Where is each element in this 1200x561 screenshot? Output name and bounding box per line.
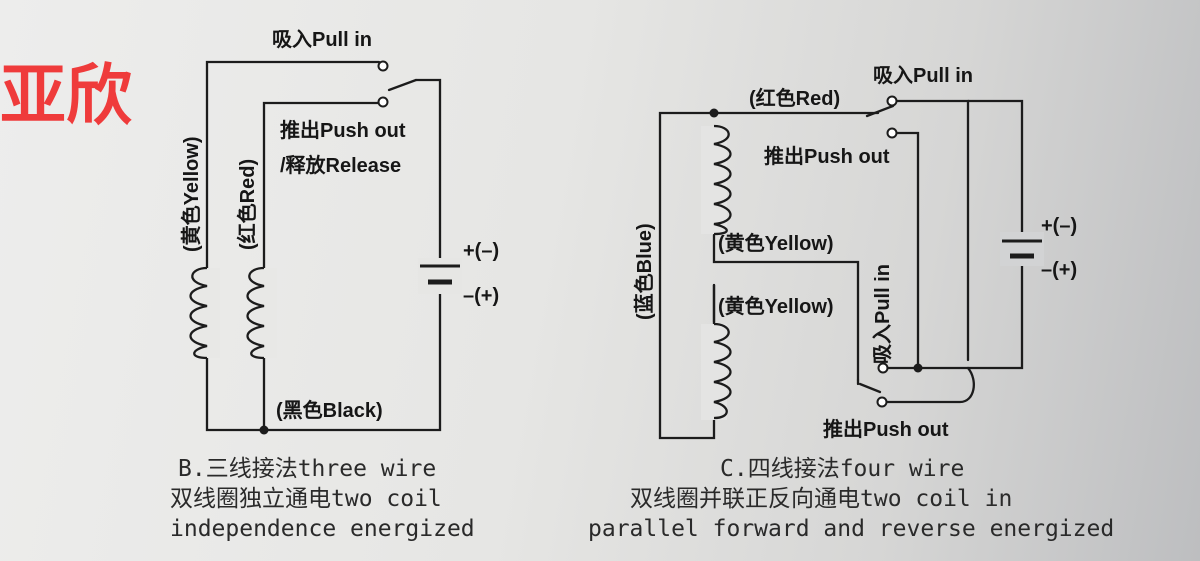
label-red: (红色Red) bbox=[749, 86, 840, 110]
label-push-out: 推出Push out bbox=[280, 118, 406, 142]
label-yellow-2: (黄色Yellow) bbox=[718, 294, 834, 318]
yellow-wire bbox=[205, 60, 442, 432]
terminal-bottom-push-out bbox=[876, 396, 888, 408]
bottom-pull-in-wire bbox=[886, 262, 1024, 370]
label-black: (黑色Black) bbox=[276, 398, 383, 422]
red-wire bbox=[262, 101, 381, 432]
caption-line-1: C.四线接法four wire bbox=[720, 456, 964, 482]
caption-line-3: independence energized bbox=[170, 516, 475, 542]
label-yellow-1: (黄色Yellow) bbox=[718, 231, 834, 255]
junction-dot bbox=[709, 108, 719, 118]
top-pull-in-wire bbox=[895, 99, 970, 362]
bottom-switch-arm bbox=[858, 382, 882, 394]
yellow-wire-1 bbox=[712, 233, 860, 382]
bottom-push-out-wire bbox=[885, 366, 975, 404]
junction-dot bbox=[259, 425, 269, 435]
switch-arm bbox=[387, 78, 418, 92]
top-switch-arm bbox=[865, 104, 895, 118]
upper-coil bbox=[713, 124, 732, 236]
label-push-out-top: 推出Push out bbox=[764, 144, 890, 168]
caption-line-3: parallel forward and reverse energized bbox=[588, 516, 1114, 542]
switch-lead bbox=[414, 78, 442, 262]
diagram-four-wire: 吸入Pull in (红色Red) 推出Push out (黄色Yellow) … bbox=[588, 64, 1114, 542]
label-red: (红色Red) bbox=[235, 159, 259, 250]
label-release: /释放Release bbox=[280, 153, 401, 177]
watermark: 亚欣 bbox=[0, 57, 132, 134]
label-blue: (蓝色Blue) bbox=[632, 223, 656, 320]
battery-gap bbox=[418, 258, 462, 294]
caption-line-1: B.三线接法three wire bbox=[178, 456, 436, 482]
label-minus: –(+) bbox=[463, 285, 499, 307]
right-battery-wire bbox=[966, 99, 1024, 234]
caption-line-2: 双线圈独立通电two coil bbox=[170, 486, 442, 512]
red-coil bbox=[246, 266, 265, 360]
terminal-top-pull-in bbox=[886, 95, 898, 107]
junction-dot bbox=[913, 363, 923, 373]
label-pull-in: 吸入Pull in bbox=[272, 28, 372, 51]
label-pull-in-top: 吸入Pull in bbox=[873, 64, 973, 87]
yellow-coil bbox=[189, 266, 208, 360]
label-minus: –(+) bbox=[1041, 259, 1077, 281]
terminal-push-out bbox=[377, 96, 389, 108]
label-plus: +(–) bbox=[1041, 215, 1077, 237]
label-pull-in-side: 吸入Pull in bbox=[871, 264, 894, 364]
terminal-top-push-out bbox=[886, 127, 898, 139]
label-push-out-bottom: 推出Push out bbox=[823, 417, 949, 441]
label-yellow: (黄色Yellow) bbox=[179, 136, 203, 252]
terminal-pull-in bbox=[377, 60, 389, 72]
label-plus: +(–) bbox=[463, 240, 499, 262]
top-push-out-wire bbox=[895, 131, 920, 370]
diagram-three-wire: 吸入Pull in 推出Push out /释放Release (黄色Yello… bbox=[170, 28, 499, 542]
caption-line-2: 双线圈并联正反向通电two coil in bbox=[630, 486, 1012, 512]
lower-coil bbox=[713, 322, 732, 420]
battery-gap bbox=[1000, 232, 1044, 266]
